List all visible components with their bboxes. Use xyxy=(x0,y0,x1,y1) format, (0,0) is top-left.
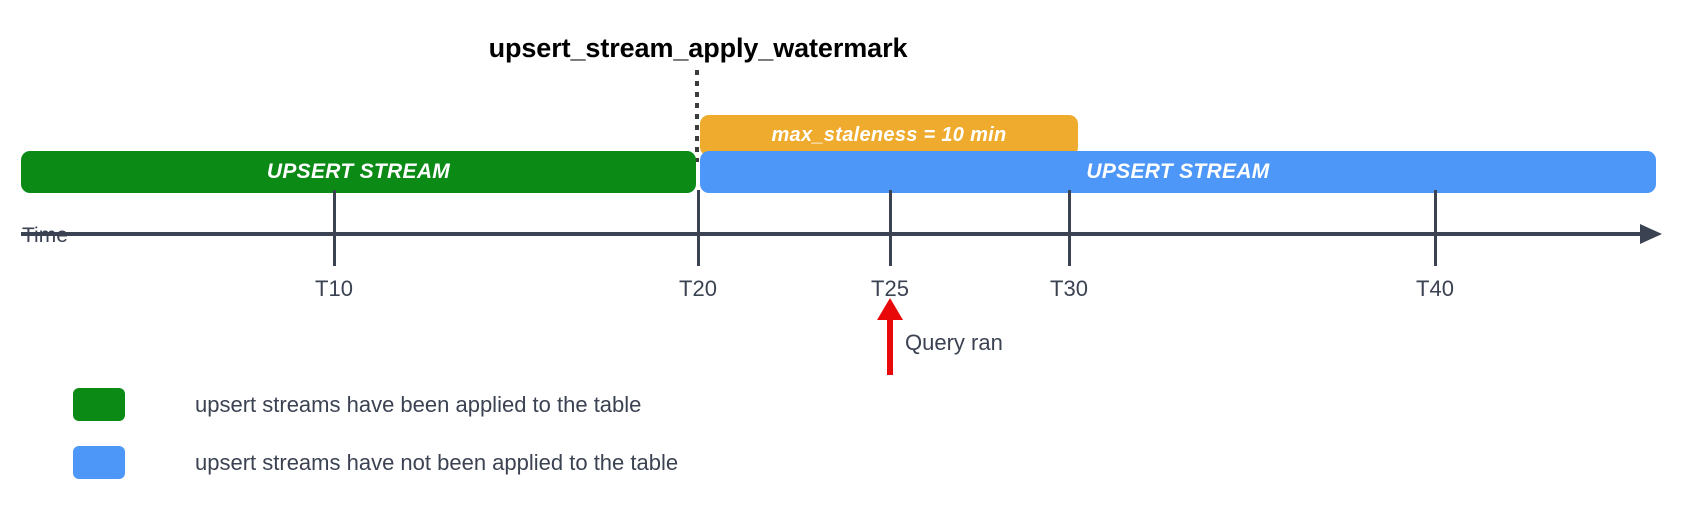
axis-tick-label-t30: T30 xyxy=(1050,276,1088,301)
axis-tick-t30 xyxy=(1068,190,1071,266)
legend-item-applied: upsert streams have been applied to the … xyxy=(73,388,641,421)
legend-swatch-green xyxy=(73,388,125,421)
axis-tick-label-t25: T25 xyxy=(871,276,909,301)
max-staleness-bar-label: max_staleness = 10 min xyxy=(771,124,1007,146)
page-title: upsert_stream_apply_watermark xyxy=(488,33,908,63)
time-axis-label: Time xyxy=(22,224,68,247)
watermark-dotted-line xyxy=(695,70,699,162)
legend-swatch-blue xyxy=(73,446,125,479)
legend-label-applied: upsert streams have been applied to the … xyxy=(195,391,642,417)
upsert-stream-applied-bar: UPSERT STREAM xyxy=(21,151,696,193)
legend-item-not-applied: upsert streams have not been applied to … xyxy=(73,446,678,479)
time-axis-arrow-icon xyxy=(1640,224,1662,244)
upsert-stream-not-applied-bar-label: UPSERT STREAM xyxy=(1086,160,1270,183)
query-ran-label: Query ran xyxy=(905,330,1003,355)
axis-tick-label-t40: T40 xyxy=(1416,276,1454,301)
axis-tick-label-t10: T10 xyxy=(315,276,353,301)
axis-tick-t25 xyxy=(889,190,892,266)
axis-tick-t20 xyxy=(697,190,700,266)
upsert-stream-applied-bar-label: UPSERT STREAM xyxy=(266,160,451,183)
time-axis-line xyxy=(21,232,1643,236)
axis-tick-t40 xyxy=(1434,190,1437,266)
axis-tick-t10 xyxy=(333,190,336,266)
axis-tick-label-t20: T20 xyxy=(679,276,717,301)
max-staleness-bar: max_staleness = 10 min xyxy=(700,115,1078,156)
upsert-stream-not-applied-bar: UPSERT STREAM xyxy=(700,151,1656,193)
query-ran-arrow-shaft xyxy=(887,315,893,375)
legend-label-not-applied: upsert streams have not been applied to … xyxy=(195,449,679,475)
query-ran-arrow-icon xyxy=(877,298,903,320)
